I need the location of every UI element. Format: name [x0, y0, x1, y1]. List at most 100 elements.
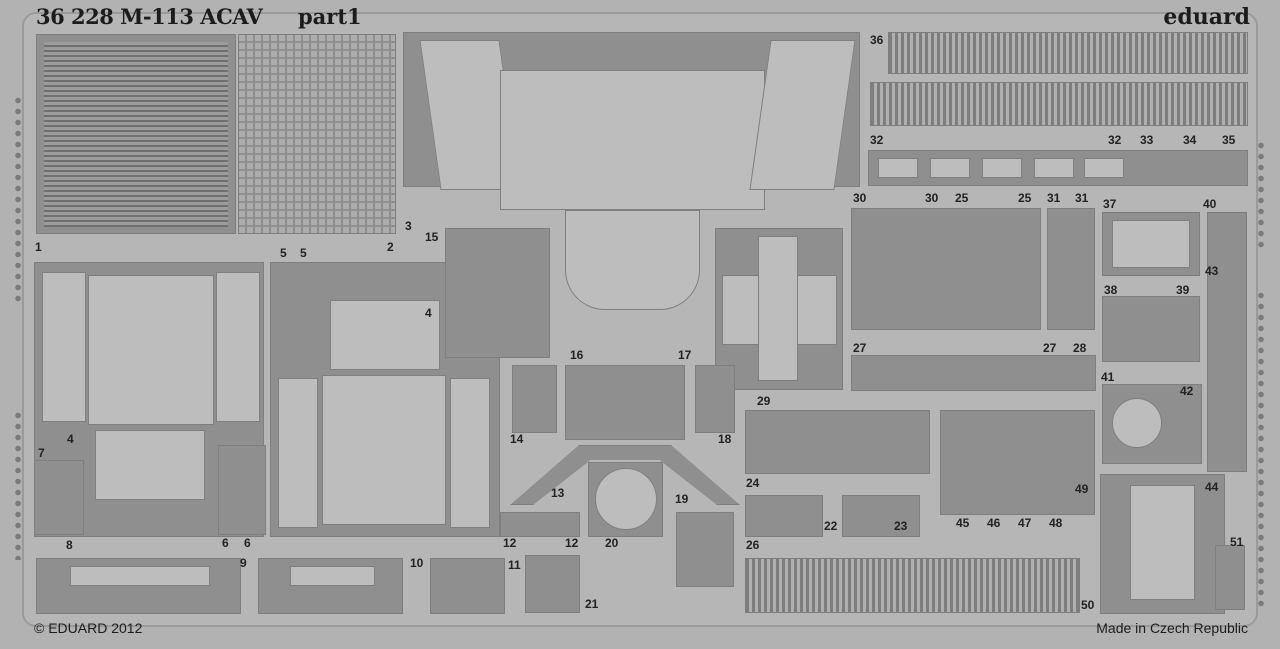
part-number: 32 [1108, 133, 1122, 147]
part-number: 46 [987, 516, 1001, 530]
part-number: 33 [1140, 133, 1154, 147]
part-number: 26 [746, 538, 760, 552]
part-21 [525, 555, 580, 613]
part-23 [842, 495, 920, 537]
part-number: 18 [718, 432, 732, 446]
parts-38-39 [1102, 296, 1200, 362]
part-number: 6 [244, 536, 251, 550]
part-11 [430, 558, 505, 614]
part-number: 30 [925, 191, 939, 205]
part-32 [878, 158, 918, 178]
part-number: 31 [1047, 191, 1061, 205]
part-number: 10 [410, 556, 424, 570]
part-number: 23 [894, 519, 908, 533]
fret-edge-dots [1258, 140, 1264, 250]
part-number: 29 [757, 394, 771, 408]
part-number: 35 [1222, 133, 1236, 147]
part-number: 19 [675, 492, 689, 506]
fret-edge-dots [1258, 290, 1264, 610]
grille-part [238, 34, 396, 234]
parts-25-30 [851, 208, 1041, 330]
rail-part-36 [888, 32, 1248, 74]
fret-title: 36 228 M-113 ACAV [36, 4, 263, 29]
fret-edge-dots [15, 95, 21, 305]
part-number: 41 [1101, 370, 1115, 384]
part-number: 51 [1230, 535, 1244, 549]
part-number: 42 [1180, 384, 1194, 398]
parts-45-49 [940, 410, 1095, 515]
part-number: 8 [66, 538, 73, 552]
parts-31 [1047, 208, 1095, 330]
part-24 [745, 410, 930, 474]
parts-7-8 [34, 460, 84, 535]
part-number: 6 [222, 536, 229, 550]
fret-subtitle: part1 [298, 4, 362, 29]
part-9-panel [70, 566, 210, 586]
part-44-panel [1130, 485, 1195, 600]
parts-12 [500, 512, 580, 537]
part-number: 22 [824, 519, 838, 533]
part-32 [982, 158, 1022, 178]
part-19 [676, 512, 734, 587]
part-number: 32 [870, 133, 884, 147]
part-number: 12 [565, 536, 579, 550]
mesh-screen-part [44, 42, 228, 227]
part-number: 47 [1018, 516, 1032, 530]
part-number: 3 [405, 219, 412, 233]
part-14 [512, 365, 557, 433]
part-number: 15 [425, 230, 439, 244]
part-13 [565, 365, 685, 440]
part-number: 4 [425, 306, 432, 320]
part-number: 20 [605, 536, 619, 550]
part-15 [445, 228, 550, 358]
part-number: 4 [67, 432, 74, 446]
parts-40-43 [1207, 212, 1247, 472]
part-number: 38 [1104, 283, 1118, 297]
part-1-panel [42, 272, 86, 422]
part-37-rivets [1112, 220, 1190, 268]
part-number: 43 [1205, 264, 1219, 278]
part-1-tab [95, 430, 205, 500]
part-number: 12 [503, 536, 517, 550]
part-number: 50 [1081, 598, 1095, 612]
part-number: 9 [240, 556, 247, 570]
part-41-disc [1112, 398, 1162, 448]
part-number: 25 [1018, 191, 1032, 205]
part-number: 14 [510, 432, 524, 446]
part-3-panel [500, 70, 765, 210]
copyright: © EDUARD 2012 [34, 620, 143, 636]
part-number: 45 [956, 516, 970, 530]
rail-part [870, 82, 1248, 126]
part-number: 31 [1075, 191, 1089, 205]
part-2-panel [278, 378, 318, 528]
part-number: 1 [35, 240, 42, 254]
part-2-tab [330, 300, 440, 370]
part-32 [1034, 158, 1074, 178]
part-number: 27 [1043, 341, 1057, 355]
part-number: 2 [387, 240, 394, 254]
part-number: 48 [1049, 516, 1063, 530]
part-number: 34 [1183, 133, 1197, 147]
part-1-panel [216, 272, 260, 422]
part-number: 5 [300, 246, 307, 260]
part-number: 11 [508, 558, 521, 572]
part-51 [1215, 545, 1245, 610]
part-number: 13 [551, 486, 565, 500]
part-26 [745, 558, 1080, 613]
part-number: 5 [280, 246, 287, 260]
part-3-tab [565, 210, 700, 310]
part-number: 44 [1205, 480, 1219, 494]
origin-text: Made in Czech Republic [1096, 620, 1248, 636]
part-1-panel [88, 275, 214, 425]
part-2-panel [450, 378, 490, 528]
part-number: 7 [38, 446, 45, 460]
part-2-panel [322, 375, 446, 525]
part-number: 27 [853, 341, 867, 355]
part-32 [1084, 158, 1124, 178]
fret-edge-dots [15, 410, 21, 560]
part-number: 39 [1176, 283, 1190, 297]
part-number: 25 [955, 191, 969, 205]
part-32 [930, 158, 970, 178]
part-number: 30 [853, 191, 867, 205]
part-10-panel [290, 566, 375, 586]
